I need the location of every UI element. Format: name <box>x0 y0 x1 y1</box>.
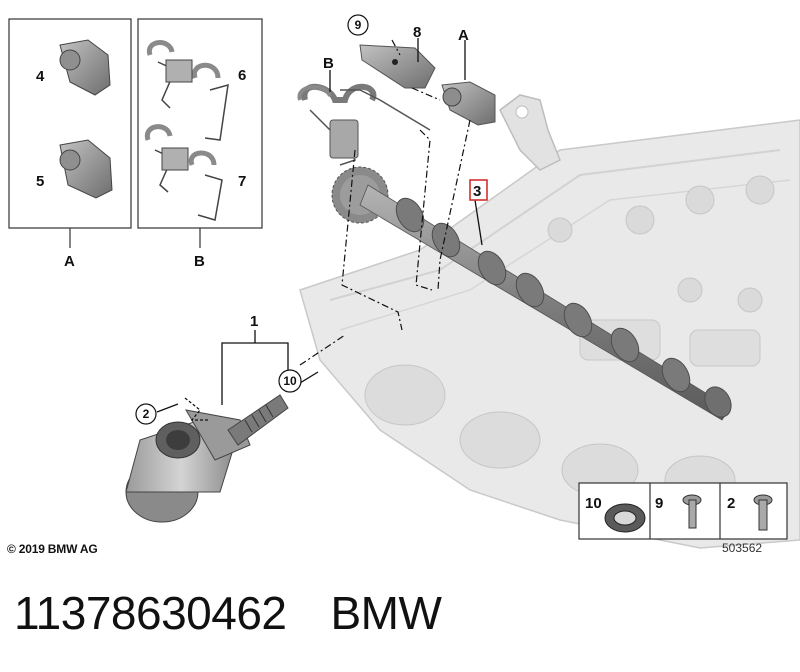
callout-8: 8 <box>413 24 421 41</box>
callout-9: 9 <box>355 18 362 32</box>
hardware-box <box>578 482 788 540</box>
callout-3: 3 <box>473 183 481 200</box>
callout-group-b-top: B <box>323 55 334 72</box>
rocker-a-top <box>441 81 496 126</box>
callout-group-a-top: A <box>458 27 469 44</box>
callout-1: 1 <box>250 313 258 330</box>
spring-variant-7 <box>144 124 223 221</box>
screw-9 <box>682 494 702 529</box>
callout-labels: 4 5 6 7 A B B A 8 9 1 10 2 3 10 9 2 <box>36 14 735 512</box>
rocker-variant-5 <box>59 139 113 199</box>
callout-group-b-box: B <box>194 253 205 270</box>
spring-b-top <box>297 83 431 166</box>
callout-10: 10 <box>283 374 297 388</box>
hardware-label-2: 2 <box>727 495 735 512</box>
seal-ring-10 <box>604 503 646 533</box>
hardware-label-10: 10 <box>585 495 602 512</box>
callout-4: 4 <box>36 68 45 85</box>
part-caption: 11378630462 BMW <box>14 586 442 640</box>
screw-2 <box>753 494 773 531</box>
drawing-number: 503562 <box>722 541 763 555</box>
callout-6: 6 <box>238 67 246 84</box>
rocker-variant-4 <box>59 39 111 96</box>
guide-part-8 <box>359 44 436 89</box>
callout-7: 7 <box>238 173 246 190</box>
box-a <box>8 18 132 248</box>
part-number: 11378630462 <box>14 587 287 639</box>
assembly-lines <box>299 39 471 366</box>
spring-variant-6 <box>146 40 229 141</box>
copyright-notice: © 2019 BMW AG <box>7 542 98 556</box>
camshaft <box>331 166 732 421</box>
cylinder-head <box>299 94 800 549</box>
hardware-label-9: 9 <box>655 495 663 512</box>
callout-5: 5 <box>36 173 44 190</box>
solenoid-valve <box>125 394 289 523</box>
brand-name: BMW <box>330 587 442 639</box>
callout-group-a-box: A <box>64 253 75 270</box>
box-b <box>137 18 263 248</box>
highlight-box <box>469 179 488 201</box>
callout-2: 2 <box>143 407 150 421</box>
